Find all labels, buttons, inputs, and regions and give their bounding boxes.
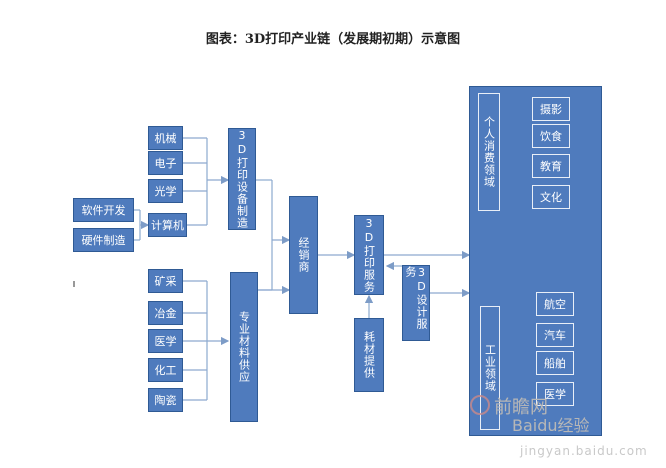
industrial-item-label: 船舶 xyxy=(544,357,566,370)
watermark-url: jingyan.baidu.com xyxy=(520,444,648,458)
material-mining: 矿采 xyxy=(148,269,183,293)
tech-mechanical-label: 机械 xyxy=(154,132,177,145)
stray-mark xyxy=(73,281,75,287)
industrial-item: 航空 xyxy=(536,292,574,316)
industrial-domain-label: 工业领域 xyxy=(483,344,497,392)
tech-electronic: 电子 xyxy=(148,151,183,175)
industrial-item-label: 医学 xyxy=(544,388,566,401)
consumables: 耗材提供 xyxy=(354,318,384,392)
design-service-label: 3D设计服务 xyxy=(404,266,428,330)
source-software-label: 软件开发 xyxy=(81,204,126,217)
material-metallurgy: 冶金 xyxy=(148,301,183,325)
tech-electronic-label: 电子 xyxy=(154,157,177,170)
page-title: 图表：3D打印产业链（发展期初期）示意图 xyxy=(205,32,461,47)
industrial-item-label: 航空 xyxy=(544,298,566,311)
consumer-item-label: 教育 xyxy=(540,160,562,173)
source-hardware-label: 硬件制造 xyxy=(81,234,126,247)
tech-computer-label: 计算机 xyxy=(151,219,184,232)
tech-mechanical: 机械 xyxy=(148,126,183,150)
industrial-item: 船舶 xyxy=(536,351,574,375)
tech-optical-label: 光学 xyxy=(154,185,177,198)
material-ceramic-label: 陶瓷 xyxy=(154,394,177,407)
watermark-site: Baidu经验 xyxy=(512,416,590,435)
source-software: 软件开发 xyxy=(73,198,134,222)
consumer-item: 饮食 xyxy=(532,124,570,148)
consumer-item: 文化 xyxy=(532,185,570,209)
industrial-item-label: 汽车 xyxy=(544,329,566,342)
source-hardware: 硬件制造 xyxy=(73,228,134,252)
consumer-domain: 个人消费领域 xyxy=(478,93,500,211)
watermark-brand: 前瞻网 xyxy=(494,397,548,418)
materials-supply-label: 专业材料供应 xyxy=(237,311,251,383)
equipment-manufacturing: 3D打印设备制造 xyxy=(228,128,256,230)
material-medical-label: 医学 xyxy=(154,335,177,348)
material-mining-label: 矿采 xyxy=(154,275,177,288)
material-chemical: 化工 xyxy=(148,358,183,382)
consumer-item-label: 文化 xyxy=(540,191,562,204)
equipment-manufacturing-label: 3D打印设备制造 xyxy=(235,129,249,229)
print-service: 3D打印服务 xyxy=(354,215,384,295)
consumer-item: 教育 xyxy=(532,154,570,178)
tech-computer: 计算机 xyxy=(148,213,187,237)
material-chemical-label: 化工 xyxy=(154,364,177,377)
distributor: 经销商 xyxy=(289,196,318,314)
consumer-item-label: 饮食 xyxy=(540,130,562,143)
industrial-item: 医学 xyxy=(536,382,574,406)
material-medical: 医学 xyxy=(148,329,183,353)
materials-supply: 专业材料供应 xyxy=(230,272,258,422)
distributor-label: 经销商 xyxy=(297,237,310,273)
consumer-domain-label: 个人消费领域 xyxy=(482,116,496,188)
industrial-item: 汽车 xyxy=(536,323,574,347)
watermark-logo-icon xyxy=(470,395,490,415)
print-service-label: 3D打印服务 xyxy=(362,217,376,293)
material-metallurgy-label: 冶金 xyxy=(154,307,177,320)
material-ceramic: 陶瓷 xyxy=(148,388,183,412)
consumables-label: 耗材提供 xyxy=(362,331,376,379)
consumer-item-label: 摄影 xyxy=(540,103,562,116)
tech-optical: 光学 xyxy=(148,179,183,203)
consumer-item: 摄影 xyxy=(532,97,570,121)
design-service: 3D设计服务 xyxy=(402,265,430,341)
